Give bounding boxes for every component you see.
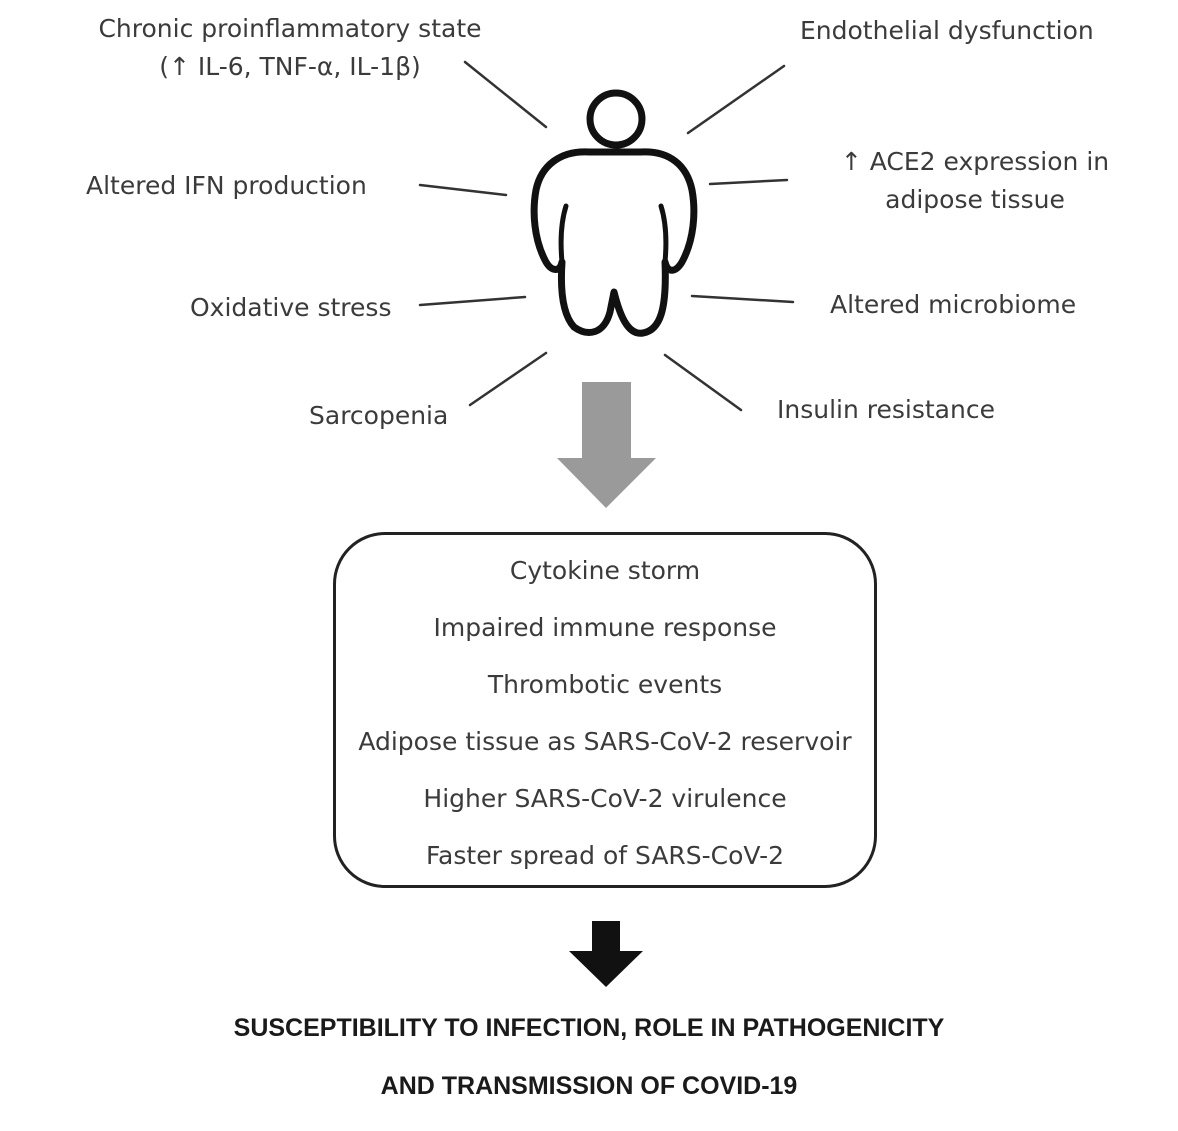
outcomes-list: Cytokine storm Impaired immune response …	[333, 548, 877, 890]
connector-inflammation	[463, 60, 548, 129]
factor-microbiome: Altered microbiome	[830, 290, 1077, 319]
factor-inflammation-line1: Chronic proinflammatory state	[98, 14, 482, 43]
conclusion-line-1: SUSCEPTIBILITY TO INFECTION, ROLE IN PAT…	[233, 1014, 945, 1042]
factor-inflammation: Chronic proinflammatory state (↑ IL-6, T…	[80, 10, 500, 86]
obese-person-icon	[530, 89, 698, 337]
factor-oxidative: Oxidative stress	[190, 293, 392, 322]
connector-ifn	[418, 183, 508, 197]
outcome-item: Cytokine storm	[509, 556, 701, 585]
outcome-item: Impaired immune response	[433, 613, 777, 642]
outcome-item: Thrombotic events	[487, 670, 723, 699]
connector-insulin	[663, 353, 743, 412]
factor-sarcopenia: Sarcopenia	[309, 401, 449, 430]
factor-ace2: ↑ ACE2 expression in adipose tissue	[820, 143, 1130, 219]
outcome-item: Faster spread of SARS-CoV-2	[425, 841, 785, 870]
gray-down-arrow	[557, 382, 656, 508]
factor-ace2-line2: adipose tissue	[885, 185, 1065, 214]
factor-insulin: Insulin resistance	[777, 395, 995, 424]
factor-endothelial: Endothelial dysfunction	[800, 16, 1094, 45]
factor-inflammation-line2: (↑ IL-6, TNF-α, IL-1β)	[159, 52, 421, 81]
conclusion-line-2: AND TRANSMISSION OF COVID-19	[380, 1072, 798, 1100]
outcome-item: Adipose tissue as SARS-CoV-2 reservoir	[358, 727, 852, 756]
connector-oxidative	[418, 295, 527, 307]
factor-ifn: Altered IFN production	[86, 171, 367, 200]
black-down-arrow	[569, 921, 643, 987]
connector-endothelial	[686, 64, 786, 135]
connector-sarcopenia	[468, 351, 548, 407]
outcome-item: Higher SARS-CoV-2 virulence	[423, 784, 787, 813]
connector-microbiome	[690, 294, 795, 304]
outcomes-box	[333, 532, 877, 888]
connector-ace2	[708, 178, 789, 186]
factor-ace2-line1: ↑ ACE2 expression in	[840, 147, 1110, 176]
